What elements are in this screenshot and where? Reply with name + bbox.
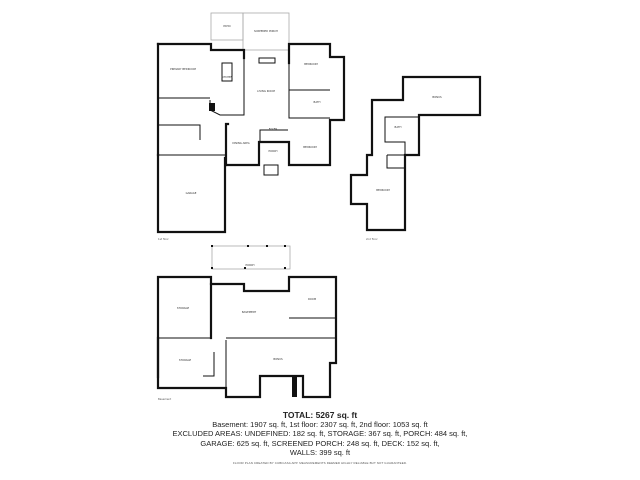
room-label: SCREENED PORCH <box>254 29 278 33</box>
room-label: BATH <box>314 100 321 104</box>
first-floor-plan: PATIO SCREENED PORCH PRIMARY BEDROOM KIT… <box>156 12 346 241</box>
room-label: STORAGE <box>177 306 190 310</box>
wall <box>156 275 213 379</box>
wall-block <box>209 103 215 111</box>
room-label: STORAGE <box>179 358 192 362</box>
wall <box>209 58 245 116</box>
floor-areas: Basement: 1907 sq. ft, 1st floor: 2307 s… <box>212 420 428 429</box>
floor-label: 2nd floor <box>366 237 379 241</box>
room-label: PATIO <box>223 24 230 28</box>
room-label: PORCH <box>245 263 254 267</box>
fireplace <box>258 57 276 64</box>
room-label: BONUS <box>273 357 283 361</box>
room-label: BEDROOM <box>304 62 318 66</box>
room-label: DINING AREA <box>232 141 249 145</box>
wall <box>156 42 246 60</box>
excluded-areas: EXCLUDED AREAS: UNDEFINED: 182 sq. ft, S… <box>172 429 468 439</box>
wall <box>288 63 330 119</box>
basement-plan: PORCH ROOM BASEMENT STORAGE BONUS STORAG… <box>156 245 338 401</box>
porch-posts <box>211 245 286 269</box>
walls-area: WALLS: 399 sq. ft <box>289 447 351 457</box>
wall <box>224 122 230 167</box>
room-label: PORCH <box>268 149 277 153</box>
entry-steps <box>263 164 279 176</box>
wall-block <box>292 376 297 397</box>
floor-label: Basement <box>158 397 171 401</box>
room-label: BEDROOM <box>303 145 317 149</box>
disclaimer: FLOOR PLAN CREATED BY CUBICASA APP. MEAS… <box>232 461 408 466</box>
room-label: LIVING ROOM <box>257 89 275 93</box>
wall <box>156 275 338 399</box>
wall <box>203 352 215 377</box>
total-area: TOTAL: 5267 sq. ft <box>282 410 358 420</box>
floor-label: 1st floor <box>158 237 170 241</box>
wall <box>386 155 405 169</box>
room-label: BEDROOM <box>376 188 390 192</box>
room-label: PRIMARY BEDROOM <box>170 67 196 71</box>
wall <box>158 124 201 140</box>
screened-porch-outline <box>242 12 290 51</box>
wall <box>259 129 288 142</box>
porch-outline <box>211 245 291 270</box>
room-label: BONUS <box>432 95 442 99</box>
wall <box>384 116 419 156</box>
room-label: GARAGE <box>186 191 197 195</box>
room-label: BASEMENT <box>242 310 257 314</box>
second-floor-plan: BONUS BATH BEDROOM 2nd floor <box>349 75 482 241</box>
room-label: BATH <box>395 125 402 129</box>
room-label: KITCHEN <box>221 75 232 79</box>
wall <box>349 75 482 232</box>
kitchen-island <box>221 62 233 82</box>
wall <box>156 153 227 234</box>
excluded-areas-cont: GARAGE: 625 sq. ft, SCREENED PORCH: 248 … <box>200 438 440 448</box>
area-summary: TOTAL: 5267 sq. ft Basement: 1907 sq. ft… <box>0 410 640 465</box>
wall <box>224 42 346 167</box>
room-label: FOYER <box>269 127 278 131</box>
room-label: ROOM <box>308 297 316 301</box>
